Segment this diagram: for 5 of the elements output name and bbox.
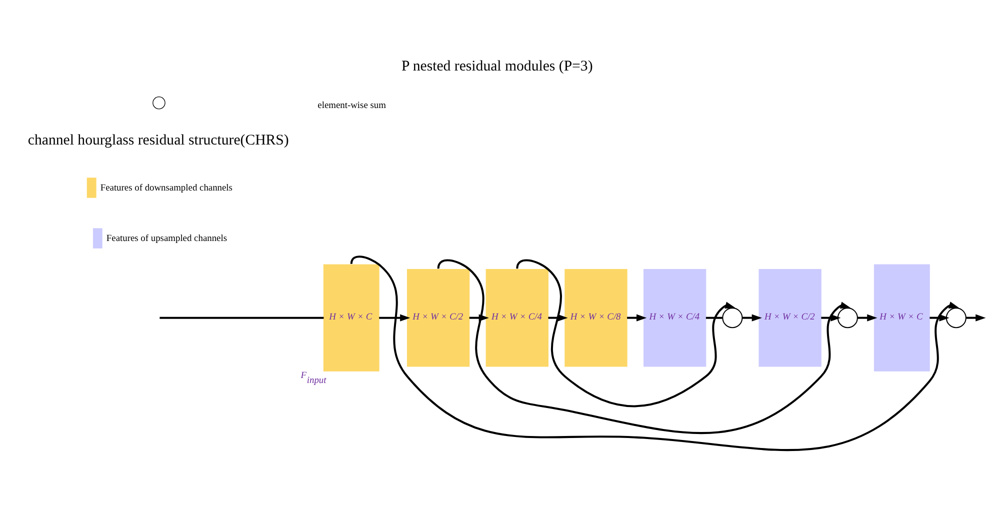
legend-label: Features of downsampled channels bbox=[100, 182, 232, 193]
legend-label: element-wise sum bbox=[318, 100, 386, 111]
diagram-title: P nested residual modules (P=3) bbox=[401, 58, 593, 74]
label: channel hourglass residual structure(CHRS) bbox=[28, 132, 289, 148]
legend-label: Features of upsampled channels bbox=[106, 233, 228, 244]
